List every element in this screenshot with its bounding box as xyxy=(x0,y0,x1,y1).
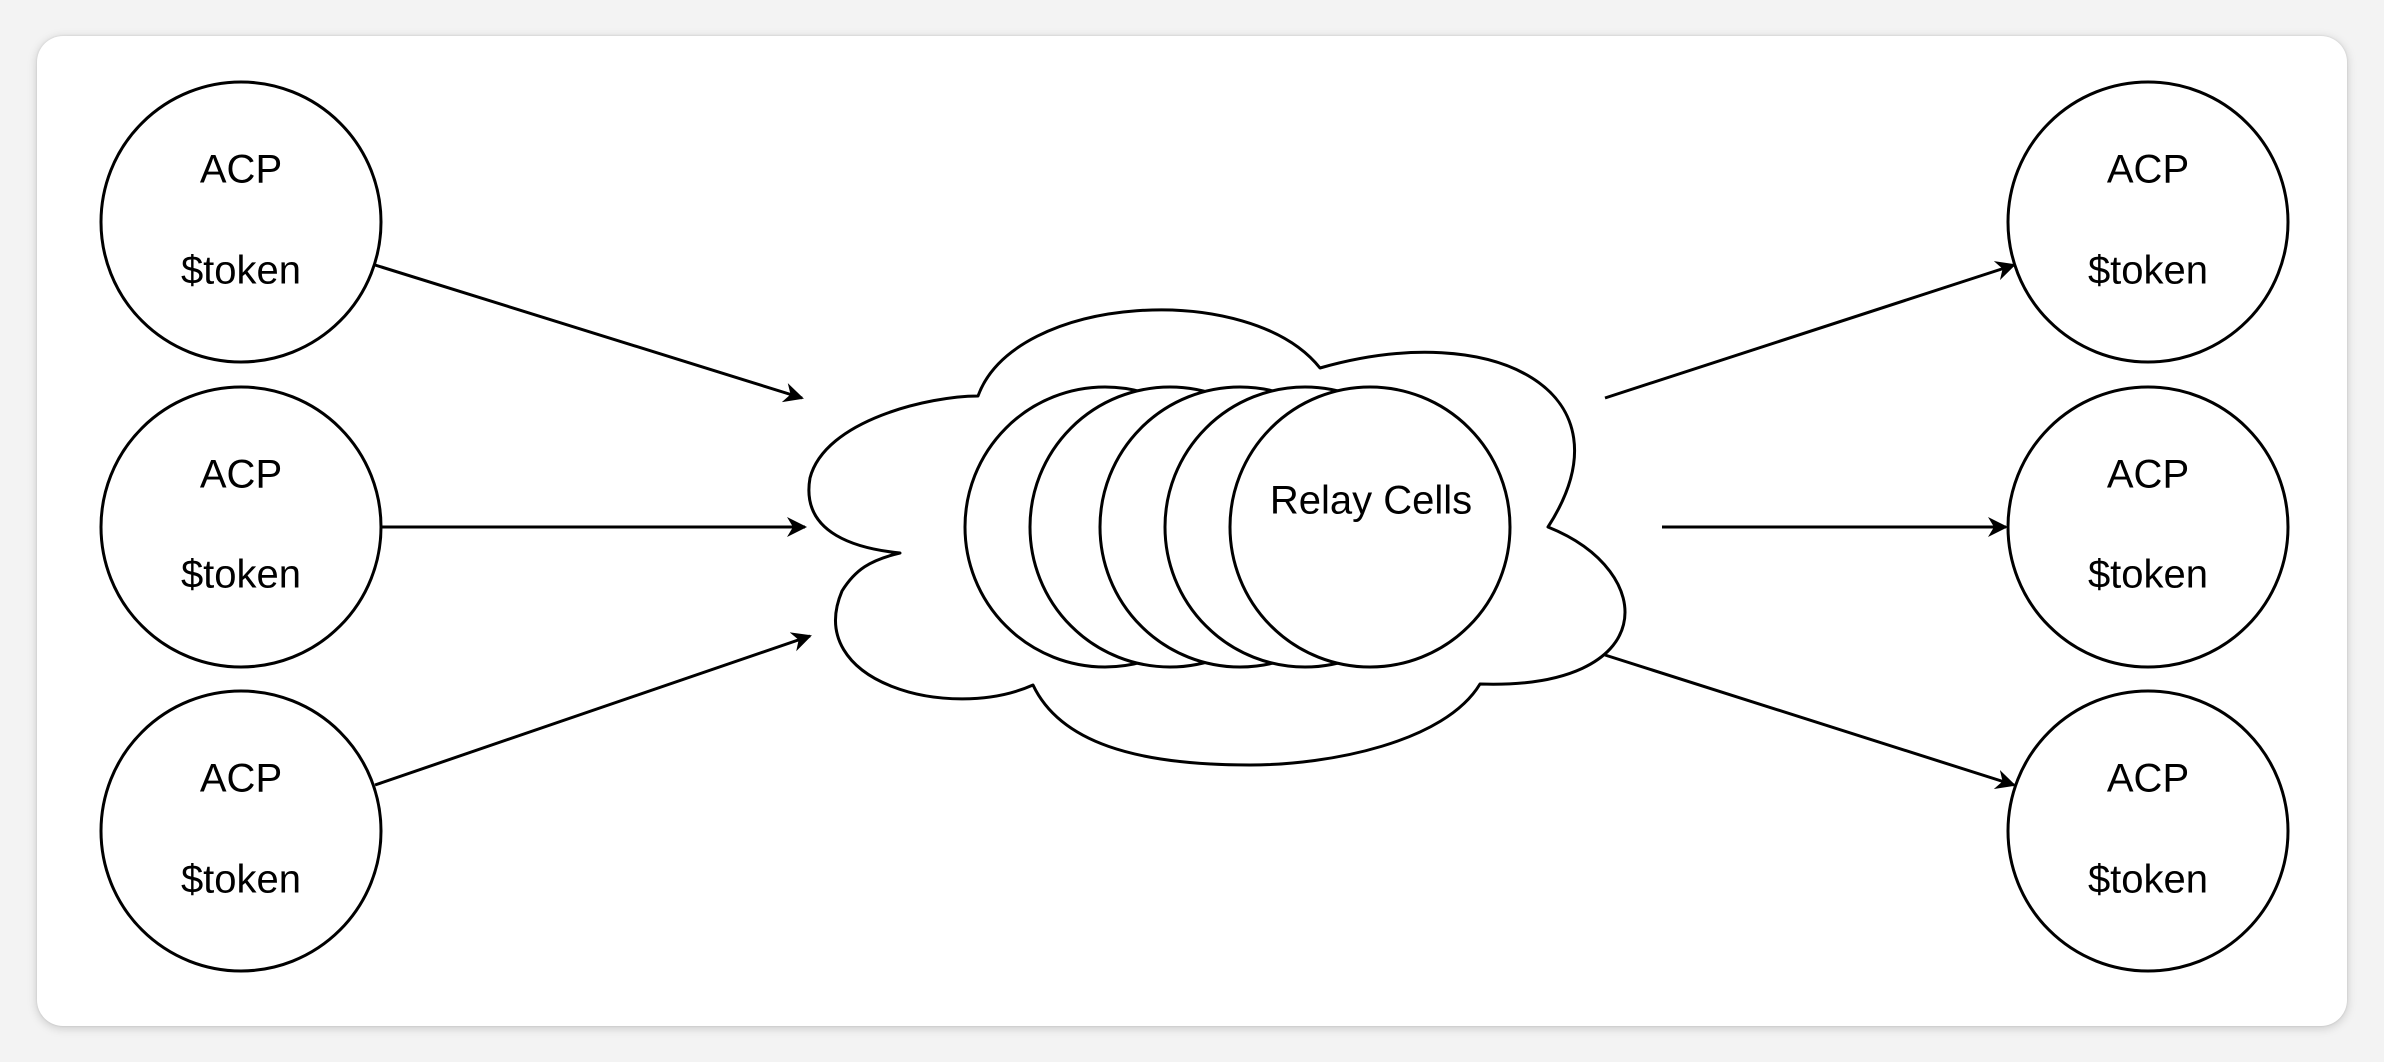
right-node-1-subtitle: $token xyxy=(2088,249,2208,293)
left-node-3: ACP $token xyxy=(99,689,383,973)
right-node-3: ACP $token xyxy=(2006,689,2290,973)
left-node-3-subtitle: $token xyxy=(181,858,301,902)
right-node-3-title: ACP xyxy=(2107,757,2189,801)
right-node-2: ACP $token xyxy=(2006,385,2290,669)
left-node-1-subtitle: $token xyxy=(181,249,301,293)
right-node-3-subtitle: $token xyxy=(2088,858,2208,902)
relay-cell-circle-5 xyxy=(1228,385,1512,669)
left-node-3-title: ACP xyxy=(200,757,282,801)
left-node-2-title: ACP xyxy=(200,453,282,497)
connector-right-top xyxy=(1604,261,2016,400)
left-node-2-subtitle: $token xyxy=(181,553,301,597)
left-node-2: ACP $token xyxy=(99,385,383,669)
right-node-1: ACP $token xyxy=(2006,80,2290,364)
connector-right-bottom xyxy=(1604,653,2016,790)
right-node-2-subtitle: $token xyxy=(2088,553,2208,597)
right-node-1-title: ACP xyxy=(2107,148,2189,192)
left-node-1: ACP $token xyxy=(99,80,383,364)
relay-cells-label: Relay Cells xyxy=(1270,479,1472,523)
right-node-2-title: ACP xyxy=(2107,453,2189,497)
connector-left-top xyxy=(374,263,804,403)
connector-left-bottom xyxy=(374,632,812,787)
left-node-1-title: ACP xyxy=(200,148,282,192)
